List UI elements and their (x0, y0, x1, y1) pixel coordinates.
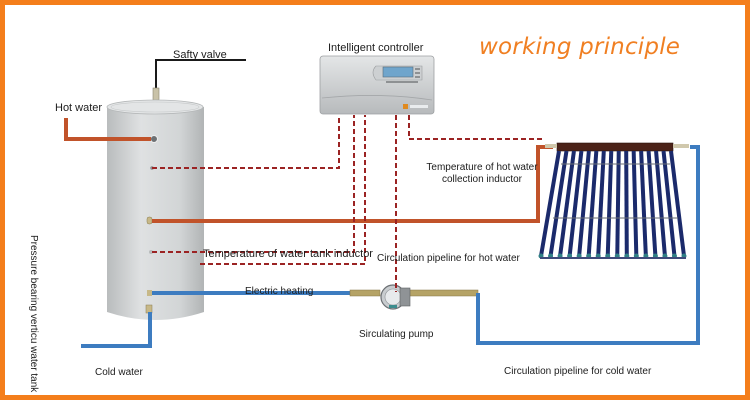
hot-pipeline-label: Circulation pipeline for hot water (377, 253, 520, 264)
diagram-title: working principle (479, 34, 681, 60)
collector-tube (639, 150, 648, 257)
tank-label: Pressure bearing verticu water tank (28, 235, 39, 393)
circulating-pump-icon (380, 284, 411, 310)
collector-tube (586, 150, 599, 257)
hot-water-collection-inductor-line2: collection inductor (441, 174, 523, 185)
electric-heating-label: Electric heating (245, 286, 314, 297)
controller-display-icon (382, 66, 414, 78)
hot-water-outlet-pipe (64, 118, 151, 141)
sensor-signal-lines (152, 115, 545, 292)
collector-tube (539, 150, 561, 257)
collector-tube (654, 150, 667, 257)
hot-water-label: Hot water (55, 102, 103, 114)
cold-water-inlet-pipe (81, 312, 152, 348)
pump-fittings (349, 289, 479, 297)
collector-tube (631, 150, 639, 257)
collector-tube (615, 150, 621, 257)
cold-pipeline-label: Circulation pipeline for cold water (504, 366, 652, 377)
collector-tube (661, 150, 677, 257)
water-tank (106, 99, 204, 320)
controller-label: Intelligent controller (328, 42, 424, 54)
hot-water-collection-inductor-line1: Temperature of hot water (426, 162, 538, 173)
cold-water-label: Cold water (95, 367, 143, 378)
collector-tube (558, 150, 576, 257)
collector-tube (596, 150, 606, 257)
collector-tube (567, 150, 584, 257)
collector-tube (577, 150, 591, 257)
collector-tube (605, 150, 614, 257)
intelligent-controller (319, 55, 435, 115)
collector-tube (646, 150, 658, 257)
safety-valve-label: Safty valve (173, 49, 227, 61)
hot-water-collection-inductor-label: Temperature of hot water collection indu… (412, 162, 552, 186)
collector-tube (624, 150, 629, 257)
pump-label: Sirculating pump (359, 329, 434, 340)
water-tank-inductor-label: Temperature of water tank inductor (203, 248, 373, 260)
collector-tube (548, 150, 569, 257)
controller-logo-icon (403, 104, 408, 109)
safety-valve-icon (152, 87, 160, 101)
safety-valve-line (152, 59, 246, 101)
collector-tube (669, 150, 686, 257)
solar-collector (538, 142, 689, 259)
